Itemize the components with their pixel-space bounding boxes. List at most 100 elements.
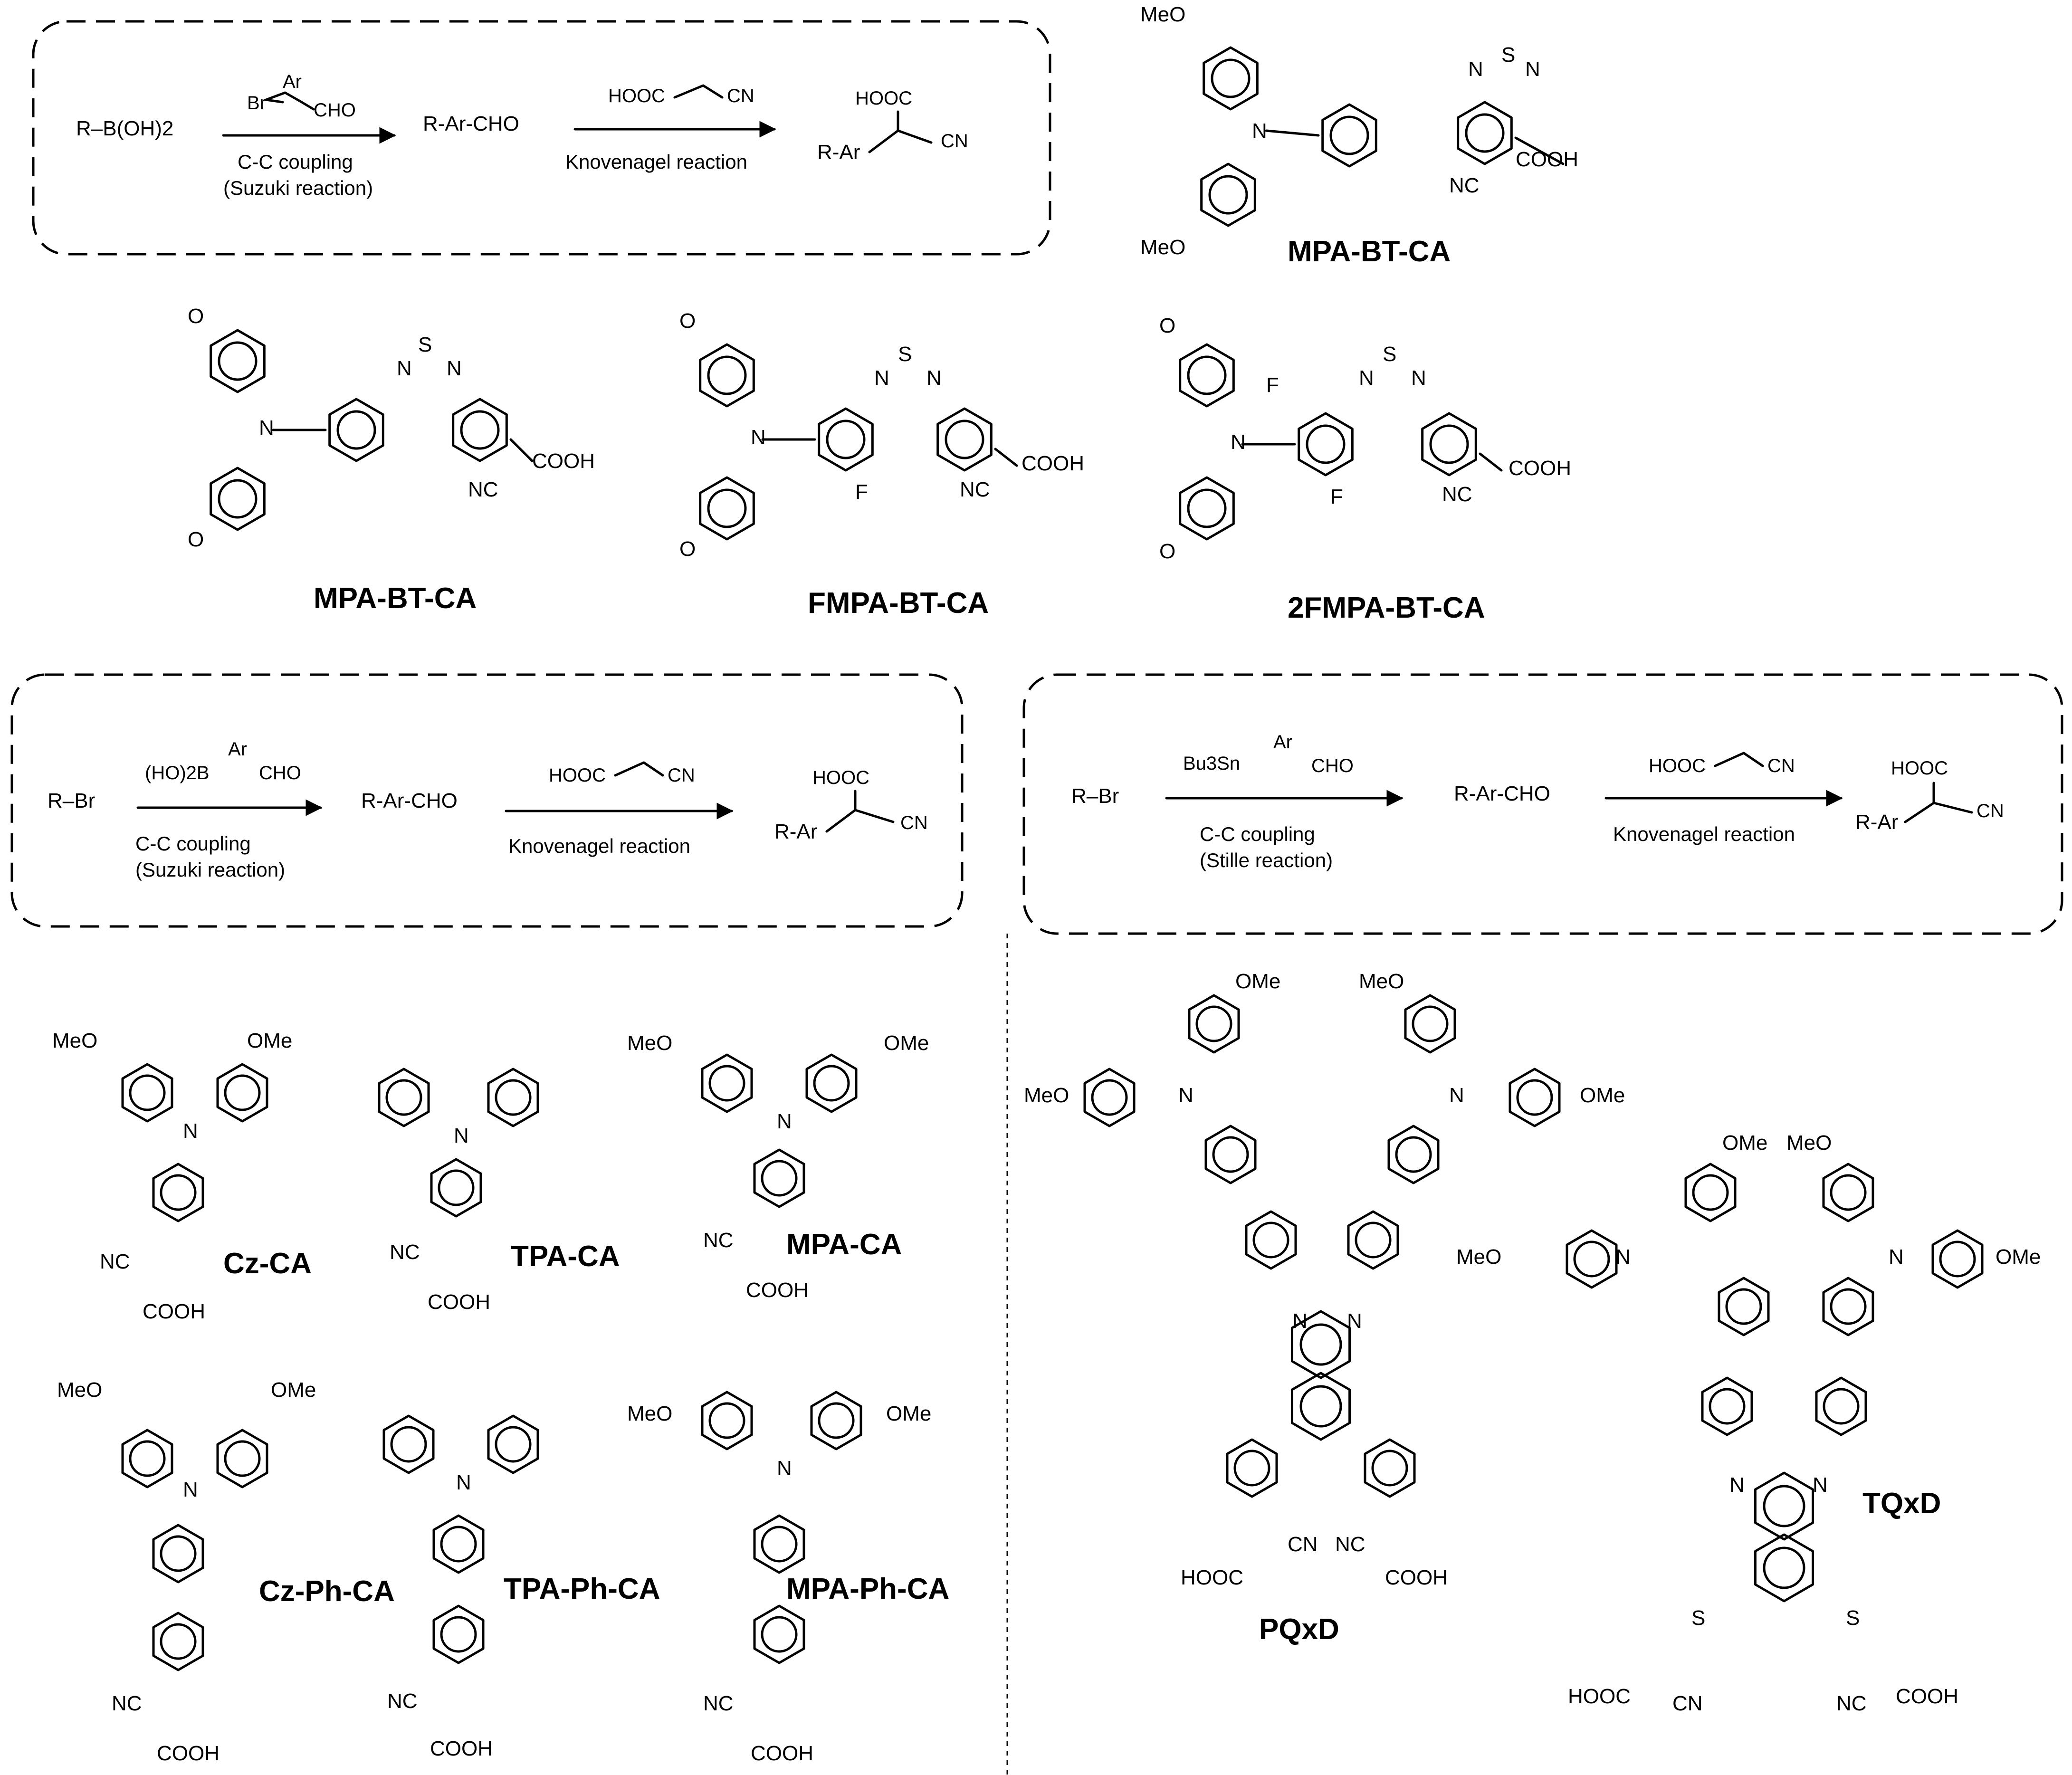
aromatic-circle: [390, 1426, 427, 1463]
aromatic-circle: [1329, 115, 1369, 155]
atom-label-n: N: [1615, 1245, 1631, 1269]
atom-label-meo: MeO: [1786, 1131, 1832, 1155]
aromatic-circle: [129, 1440, 166, 1477]
atom-label-n: N: [1468, 57, 1483, 81]
atom-label-n: N: [1252, 119, 1267, 143]
aromatic-circle: [1212, 1136, 1249, 1173]
atom-label-n: N: [1411, 366, 1426, 390]
atom-label-s: S: [418, 333, 432, 356]
atom-label-s: S: [1383, 343, 1396, 366]
condition: Knovenagel reaction: [565, 151, 747, 173]
atom-label-o: O: [1159, 540, 1175, 563]
atom-label-f: F: [855, 480, 868, 504]
condition-line1: C-C coupling: [135, 832, 251, 855]
atom-label-n: N: [183, 1119, 198, 1143]
reagent-right: CHO: [314, 100, 356, 121]
condition-line1: C-C coupling: [238, 151, 353, 173]
atom-label-nc: NC: [960, 478, 990, 501]
benzene-ring: [328, 398, 384, 462]
aromatic-circle: [218, 341, 258, 381]
atom-label-n: N: [259, 416, 274, 439]
aromatic-circle: [160, 1623, 197, 1660]
atom-label-meo: MeO: [57, 1378, 102, 1402]
condition: Knovenagel reaction: [1613, 823, 1795, 845]
atom-label-cooh: COOH: [430, 1737, 493, 1760]
benzene-ring: [210, 329, 266, 393]
reagent2-cn: CN: [668, 765, 695, 786]
atom-label-cooh: COOH: [751, 1742, 813, 1765]
benzene-ring: [701, 1391, 753, 1451]
bond: [1265, 129, 1320, 137]
aromatic-circle: [1412, 1005, 1449, 1042]
atom-label-ome: OMe: [271, 1378, 316, 1402]
aromatic-circle: [761, 1160, 798, 1197]
reagent-ar: Ar: [228, 739, 247, 760]
scheme-suzuki-boronic: R–B(OH)2 Ar Br CHO C-C coupling (Suzuki …: [32, 20, 1051, 256]
benzene-ring: [432, 1604, 485, 1664]
atom-label-cooh: COOH: [1516, 148, 1578, 171]
product-cn: CN: [941, 131, 968, 152]
aromatic-circle: [1573, 1241, 1610, 1278]
atom-label-cn: CN: [1288, 1533, 1318, 1556]
benzene-ring: [1457, 101, 1513, 165]
atom-label-n: N: [1347, 1309, 1362, 1333]
aromatic-circle: [1306, 424, 1346, 464]
benzene-ring: [1404, 994, 1456, 1054]
product-hooc: HOOC: [812, 767, 869, 788]
aromatic-circle: [1763, 1485, 1805, 1527]
aromatic-circle: [1233, 1450, 1270, 1487]
benzene-ring: [432, 1514, 485, 1574]
atom-label-n: N: [1292, 1309, 1308, 1333]
benzene-ring: [1566, 1229, 1618, 1289]
atom-label-n: N: [777, 1457, 792, 1480]
scheme-stille: R–Br Ar Bu3Sn CHO C-C coupling (Stille r…: [1022, 673, 2063, 935]
atom-label-nc: NC: [387, 1689, 418, 1713]
reagent2-cn: CN: [1767, 755, 1795, 776]
aromatic-circle: [224, 1074, 261, 1111]
benzene-ring: [1226, 1438, 1278, 1498]
atom-label-nc: NC: [112, 1692, 142, 1715]
aromatic-circle: [440, 1526, 477, 1563]
reagent2-hooc: HOOC: [549, 765, 606, 786]
atom-label-o: O: [679, 537, 696, 561]
atom-label-hooc: HOOC: [1181, 1566, 1243, 1589]
atom-label-o: O: [188, 528, 204, 551]
benzene-ring: [487, 1068, 539, 1127]
compound-name-mpa-ca: MPA-CA: [786, 1228, 902, 1261]
atom-label-hooc: HOOC: [1568, 1685, 1631, 1708]
benzene-ring: [805, 1053, 858, 1113]
reagent-left: Br: [247, 93, 266, 114]
atom-label-meo: MeO: [627, 1402, 672, 1425]
benzene-ring: [1931, 1229, 1984, 1289]
atom-label-n: N: [1525, 57, 1540, 81]
compound-name-tqxd: TQxD: [1862, 1487, 1941, 1520]
scheme-suzuki-bromide: R–Br Ar (HO)2B CHO C-C coupling (Suzuki …: [10, 673, 964, 928]
product-rar: R-Ar: [774, 820, 817, 843]
aromatic-circle: [1091, 1079, 1128, 1116]
atom-label-n: N: [1813, 1473, 1828, 1497]
compound-name-cz-ph-ca: Cz-Ph-CA: [259, 1575, 395, 1608]
benzene-ring: [699, 476, 755, 541]
aromatic-circle: [1395, 1136, 1432, 1173]
condition-line2: (Suzuki reaction): [223, 177, 373, 199]
benzene-ring: [818, 407, 874, 472]
benzene-ring: [216, 1429, 268, 1489]
atom-label-o: O: [679, 309, 696, 333]
benzene-ring: [1754, 1471, 1814, 1541]
atom-label-o: O: [1159, 314, 1175, 337]
aromatic-circle: [1516, 1079, 1553, 1116]
reagent-ar: Ar: [283, 71, 302, 92]
benzene-ring: [753, 1148, 805, 1208]
benzene-ring: [152, 1524, 204, 1584]
scheme-frame: [32, 20, 1051, 256]
aromatic-circle: [385, 1079, 422, 1116]
aromatic-circle: [708, 1065, 745, 1102]
reagent-right: CHO: [259, 763, 301, 783]
atom-label-cooh: COOH: [1385, 1566, 1448, 1589]
aromatic-circle: [707, 355, 747, 395]
product-cn: CN: [1977, 801, 2004, 821]
benzene-ring: [701, 1053, 753, 1113]
atom-label-nc: NC: [390, 1241, 420, 1264]
reagent2-hooc: HOOC: [1649, 755, 1706, 776]
benzene-ring: [1188, 994, 1240, 1054]
